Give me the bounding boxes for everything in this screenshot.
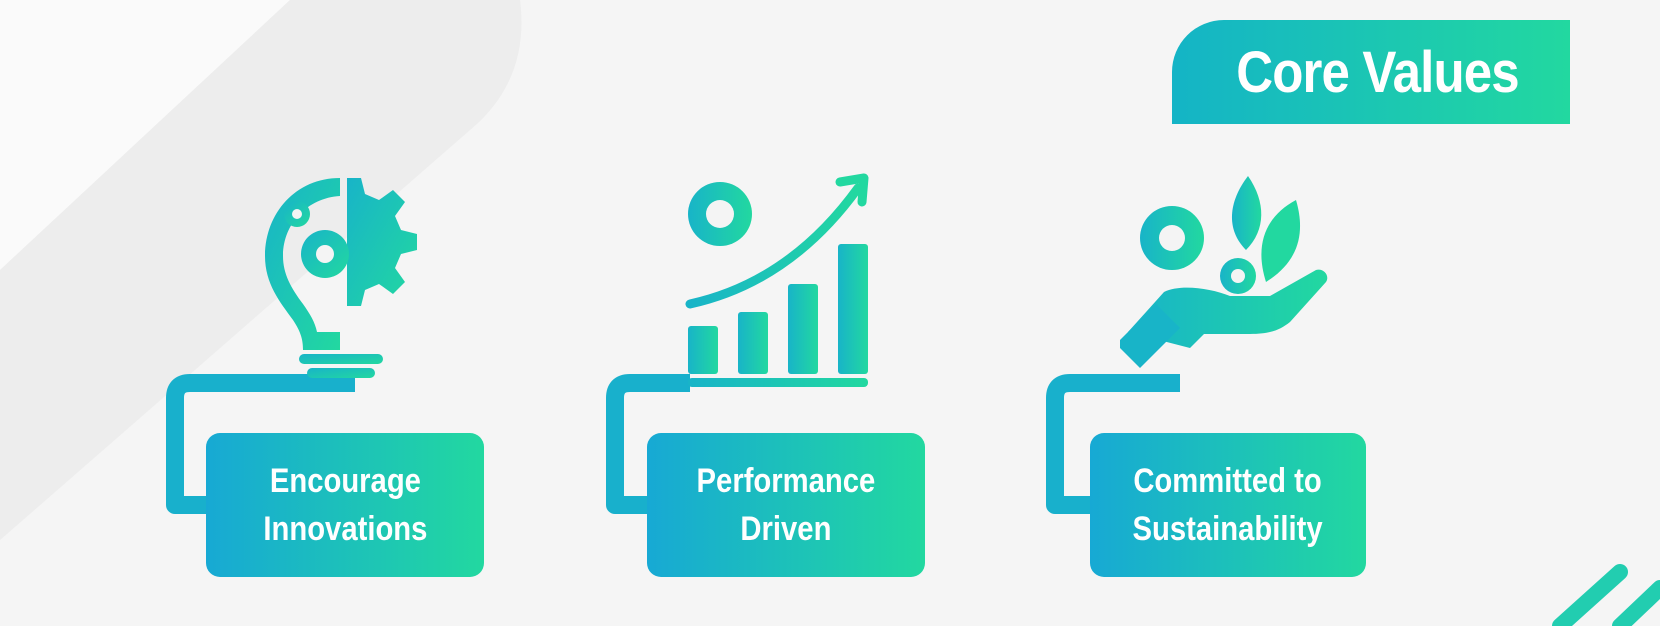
page-title: Core Values <box>1236 39 1520 105</box>
value-card-encourage-innovations: Encourage Innovations <box>206 433 484 577</box>
title-banner: Core Values <box>1172 20 1570 124</box>
value-label: Performance Driven <box>696 462 876 548</box>
decor-stripe <box>1552 564 1628 626</box>
decor-stripe <box>1612 580 1660 626</box>
value-card-committed-to-sustainability: Committed to Sustainability <box>1090 433 1366 577</box>
value-label: Encourage Innovations <box>262 462 428 548</box>
value-card-performance-driven: Performance Driven <box>647 433 925 577</box>
value-label: Committed to Sustainability <box>1132 462 1324 548</box>
hand-leaves-gear-icon <box>1120 176 1328 368</box>
lightbulb-gear-icon <box>265 178 417 378</box>
growth-chart-icon <box>685 173 869 387</box>
